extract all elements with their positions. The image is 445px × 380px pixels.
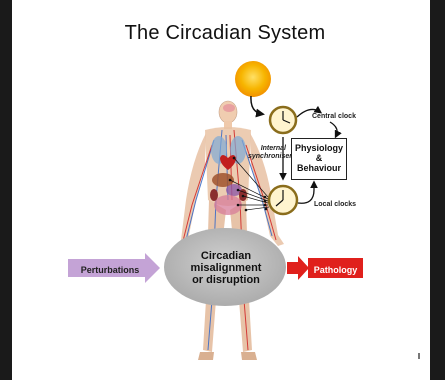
pathology-label: Pathology [308, 265, 363, 275]
physiology-line1: Physiology [292, 143, 346, 153]
perturbations-label: Perturbations [75, 265, 145, 275]
clock-to-box-arrow [330, 122, 337, 136]
central-clock-label: Central clock [312, 113, 356, 120]
internal-synchronisers-line2: synchronisers [248, 153, 286, 161]
central-clock-icon [270, 107, 296, 133]
sun-to-clock-arrow [251, 96, 262, 114]
local-clock-arrow [298, 183, 314, 203]
local-clocks-label: Local clocks [314, 201, 356, 208]
internal-synchronisers-label: Internal synchronisers [248, 145, 286, 161]
corner-mark [418, 353, 420, 359]
circadian-line1: Circadian [178, 250, 274, 262]
sun-icon [235, 61, 271, 97]
physiology-line2: & [292, 153, 346, 163]
internal-synchronisers-line1: Internal [248, 145, 286, 153]
circadian-line2: misalignment [178, 262, 274, 274]
physiology-behaviour-box: Physiology & Behaviour [291, 138, 347, 180]
local-clock-icon [269, 186, 297, 214]
circadian-line3: or disruption [178, 274, 274, 286]
pathology-arrow-icon [287, 256, 309, 280]
circadian-misalignment-label: Circadian misalignment or disruption [178, 250, 274, 286]
physiology-line3: Behaviour [292, 163, 346, 173]
